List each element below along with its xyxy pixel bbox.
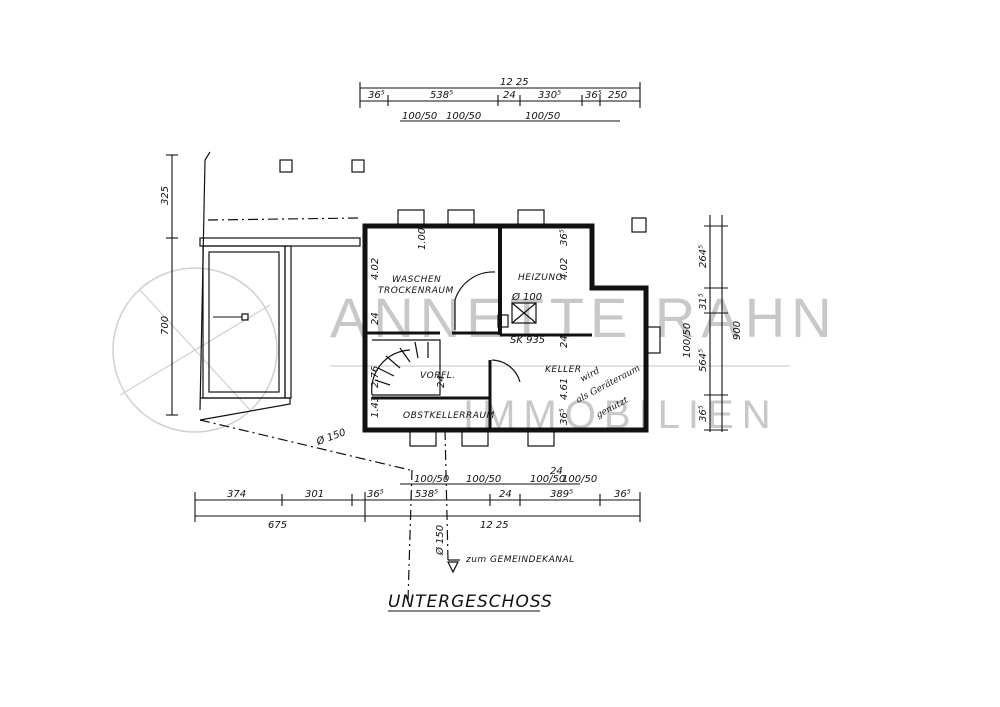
pillar-square	[351, 159, 365, 173]
dim-bottom-4: 538⁵	[415, 489, 438, 500]
dim-top-6: 250	[608, 90, 627, 101]
left-dimensions: 325 700	[160, 154, 178, 416]
dim-top-total: 12 25	[500, 77, 529, 88]
right-dimensions: 264⁵ 31⁵ 900 564⁵ 36⁵ 100/50	[682, 215, 743, 432]
dim-bottom-total: 12 25	[480, 520, 509, 531]
room-keller: KELLER	[545, 365, 582, 375]
dim-right-4: 564⁵	[698, 349, 709, 372]
room-trockenraum: TROCKENRAUM	[378, 286, 454, 296]
dim-inner-7: 2.76	[370, 366, 381, 388]
dim-bottom-3: 36⁵	[367, 489, 384, 500]
dim-top-5: 36⁵	[585, 90, 602, 101]
note-dia-150-a: Ø 150	[314, 426, 347, 448]
dim-right-2: 31⁵	[698, 293, 709, 310]
dim-bottom-6: 389⁵	[550, 489, 573, 500]
dim-top-window-3: 100/50	[525, 111, 560, 122]
dim-inner-2: 4.02	[370, 258, 381, 280]
dim-inner-1: 1.00	[417, 228, 428, 250]
outdoor-structure	[199, 151, 411, 471]
note-dia-100: Ø 100	[511, 291, 542, 303]
pillar-square	[279, 159, 293, 173]
watermark-line1: ANNETTE RAHN	[330, 286, 838, 349]
dim-bottom-5: 24	[499, 489, 512, 500]
dim-bottom-2: 301	[305, 489, 324, 500]
bottom-dimensions: 100/50 100/50 100/50 100/50 24 374 301 3…	[194, 466, 641, 531]
dim-left-1: 325	[160, 186, 171, 205]
dim-right-5: 36⁵	[698, 405, 709, 422]
dim-top-1: 36⁵	[368, 90, 385, 101]
dim-inner-10: 4.61	[559, 378, 570, 400]
inner-dimensions: 1.00 4.02 4.02 36⁵ 24 24 2.76 1.43 36⁵ 4…	[370, 228, 570, 425]
dim-inner-5: 24	[370, 312, 381, 325]
staircase	[371, 339, 441, 396]
dim-inner-8: 1.43	[370, 396, 381, 418]
room-obstkeller: OBSTKELLERRAUM	[403, 411, 495, 421]
dim-right-3: 900	[732, 321, 743, 340]
dim-bottom-1: 374	[227, 489, 246, 500]
pillar-square	[631, 217, 647, 233]
boiler-box	[511, 302, 537, 324]
note-sk: SK 935	[510, 335, 545, 346]
dim-inner-4: 36⁵	[559, 229, 570, 246]
dim-inner-11: 24	[436, 375, 447, 388]
dim-left-2: 700	[160, 316, 171, 335]
dim-right-window: 100/50	[682, 323, 693, 358]
dim-right-1: 264⁵	[698, 245, 709, 268]
room-heizung: HEIZUNG	[518, 273, 563, 283]
note-kanal: zum GEMEINDEKANAL	[465, 555, 575, 565]
note-dia-150-b: Ø 150	[434, 525, 446, 556]
dim-inner-9: 36⁵	[559, 408, 570, 425]
drawing-title: UNTERGESCHOSS	[388, 592, 553, 612]
dim-top-3: 24	[503, 90, 516, 101]
top-dimensions: 12 25 36⁵ 538⁵ 24 330⁵ 36⁵ 250 100/50 10…	[359, 77, 641, 122]
dim-top-window-1: 100/50	[402, 111, 437, 122]
room-waschen: WASCHEN	[392, 275, 441, 285]
dim-inner-6: 24	[559, 335, 570, 348]
dim-top-4: 330⁵	[538, 90, 561, 101]
dim-top-window-2: 100/50	[446, 111, 481, 122]
dim-bottom-window-4: 100/50	[562, 474, 597, 485]
drain-pipe: Ø 150 Ø 150 zum GEMEINDEKANAL	[314, 426, 575, 601]
dim-top-2: 538⁵	[430, 90, 453, 101]
room-labels: WASCHEN TROCKENRAUM HEIZUNG KELLER VORFL…	[378, 273, 582, 421]
dim-inner-3: 4.02	[559, 258, 570, 280]
note-wird: wird	[579, 366, 602, 385]
dim-bottom-total-left: 675	[268, 520, 287, 531]
dim-bottom-7: 36⁵	[614, 489, 631, 500]
dim-bottom-window-5: 24	[550, 466, 563, 477]
watermark-logo-circle	[112, 267, 278, 433]
dim-bottom-window-3: 100/50	[530, 474, 565, 485]
room-vorfl: VORFL.	[420, 371, 456, 381]
dim-bottom-window-2: 100/50	[466, 474, 501, 485]
dim-bottom-window-1: 100/50	[414, 474, 449, 485]
building-walls	[362, 209, 661, 447]
